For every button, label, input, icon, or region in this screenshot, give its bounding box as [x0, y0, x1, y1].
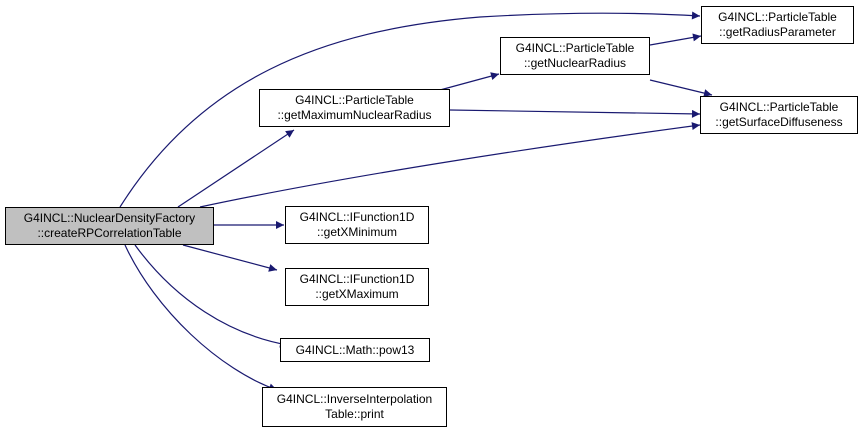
- edge-root-to-get-maximum-nuclear-radius: [177, 129, 295, 208]
- node-get-x-minimum[interactable]: G4INCL::IFunction1D ::getXMinimum: [285, 206, 429, 244]
- edge-get-maximum-nuclear-radius-to-get-surface-diffuseness: [449, 109, 701, 118]
- node-get-maximum-nuclear-radius-line1: G4INCL::ParticleTable: [295, 93, 414, 107]
- node-get-x-minimum-line1: G4INCL::IFunction1D: [299, 210, 415, 224]
- node-get-x-maximum[interactable]: G4INCL::IFunction1D ::getXMaximum: [285, 268, 429, 306]
- node-get-x-maximum-line2: ::getXMaximum: [315, 287, 399, 301]
- node-get-radius-parameter[interactable]: G4INCL::ParticleTable ::getRadiusParamet…: [701, 6, 854, 44]
- node-get-radius-parameter-line1: G4INCL::ParticleTable: [718, 10, 837, 24]
- node-get-nuclear-radius[interactable]: G4INCL::ParticleTable ::getNuclearRadius: [500, 37, 650, 75]
- node-get-radius-parameter-line2: ::getRadiusParameter: [719, 25, 836, 39]
- edge-root-to-get-x-maximum: [182, 244, 278, 272]
- edge-root-to-pow13: [134, 244, 289, 348]
- edge-get-nuclear-radius-to-get-radius-parameter: [649, 33, 702, 46]
- node-pow13-line1: G4INCL::Math::pow13: [295, 342, 415, 357]
- node-get-surface-diffuseness-line2: ::getSurfaceDiffuseness: [715, 115, 843, 129]
- node-get-maximum-nuclear-radius[interactable]: G4INCL::ParticleTable ::getMaximumNuclea…: [259, 89, 450, 127]
- node-get-maximum-nuclear-radius-line2: ::getMaximumNuclearRadius: [277, 108, 432, 122]
- node-get-nuclear-radius-line1: G4INCL::ParticleTable: [515, 41, 635, 55]
- edge-root-to-get-surface-diffuseness: [199, 122, 701, 208]
- edge-root-to-inverse-interpolation-print: [124, 244, 278, 392]
- node-root-line1: G4INCL::NuclearDensityFactory: [23, 211, 196, 225]
- node-get-surface-diffuseness-line1: G4INCL::ParticleTable: [719, 100, 839, 114]
- node-get-x-maximum-line1: G4INCL::IFunction1D: [299, 272, 415, 286]
- node-inverse-interpolation-print[interactable]: G4INCL::InverseInterpolation Table::prin…: [262, 387, 447, 427]
- node-inverse-interpolation-print-line2: Table::print: [325, 407, 384, 421]
- node-get-surface-diffuseness[interactable]: G4INCL::ParticleTable ::getSurfaceDiffus…: [700, 96, 858, 134]
- edge-get-maximum-nuclear-radius-to-get-nuclear-radius: [439, 72, 500, 91]
- node-root-line2: ::createRPCorrelationTable: [37, 226, 182, 240]
- node-get-x-minimum-line2: ::getXMinimum: [316, 225, 398, 239]
- edge-root-to-get-radius-parameter: [119, 11, 701, 208]
- node-inverse-interpolation-print-line1: G4INCL::InverseInterpolation: [276, 392, 433, 406]
- node-pow13[interactable]: G4INCL::Math::pow13: [280, 338, 430, 362]
- node-root-create-rp-correlation-table: G4INCL::NuclearDensityFactory ::createRP…: [5, 207, 214, 245]
- node-get-nuclear-radius-line2: ::getNuclearRadius: [523, 56, 627, 70]
- edge-get-nuclear-radius-to-get-surface-diffuseness: [649, 79, 713, 98]
